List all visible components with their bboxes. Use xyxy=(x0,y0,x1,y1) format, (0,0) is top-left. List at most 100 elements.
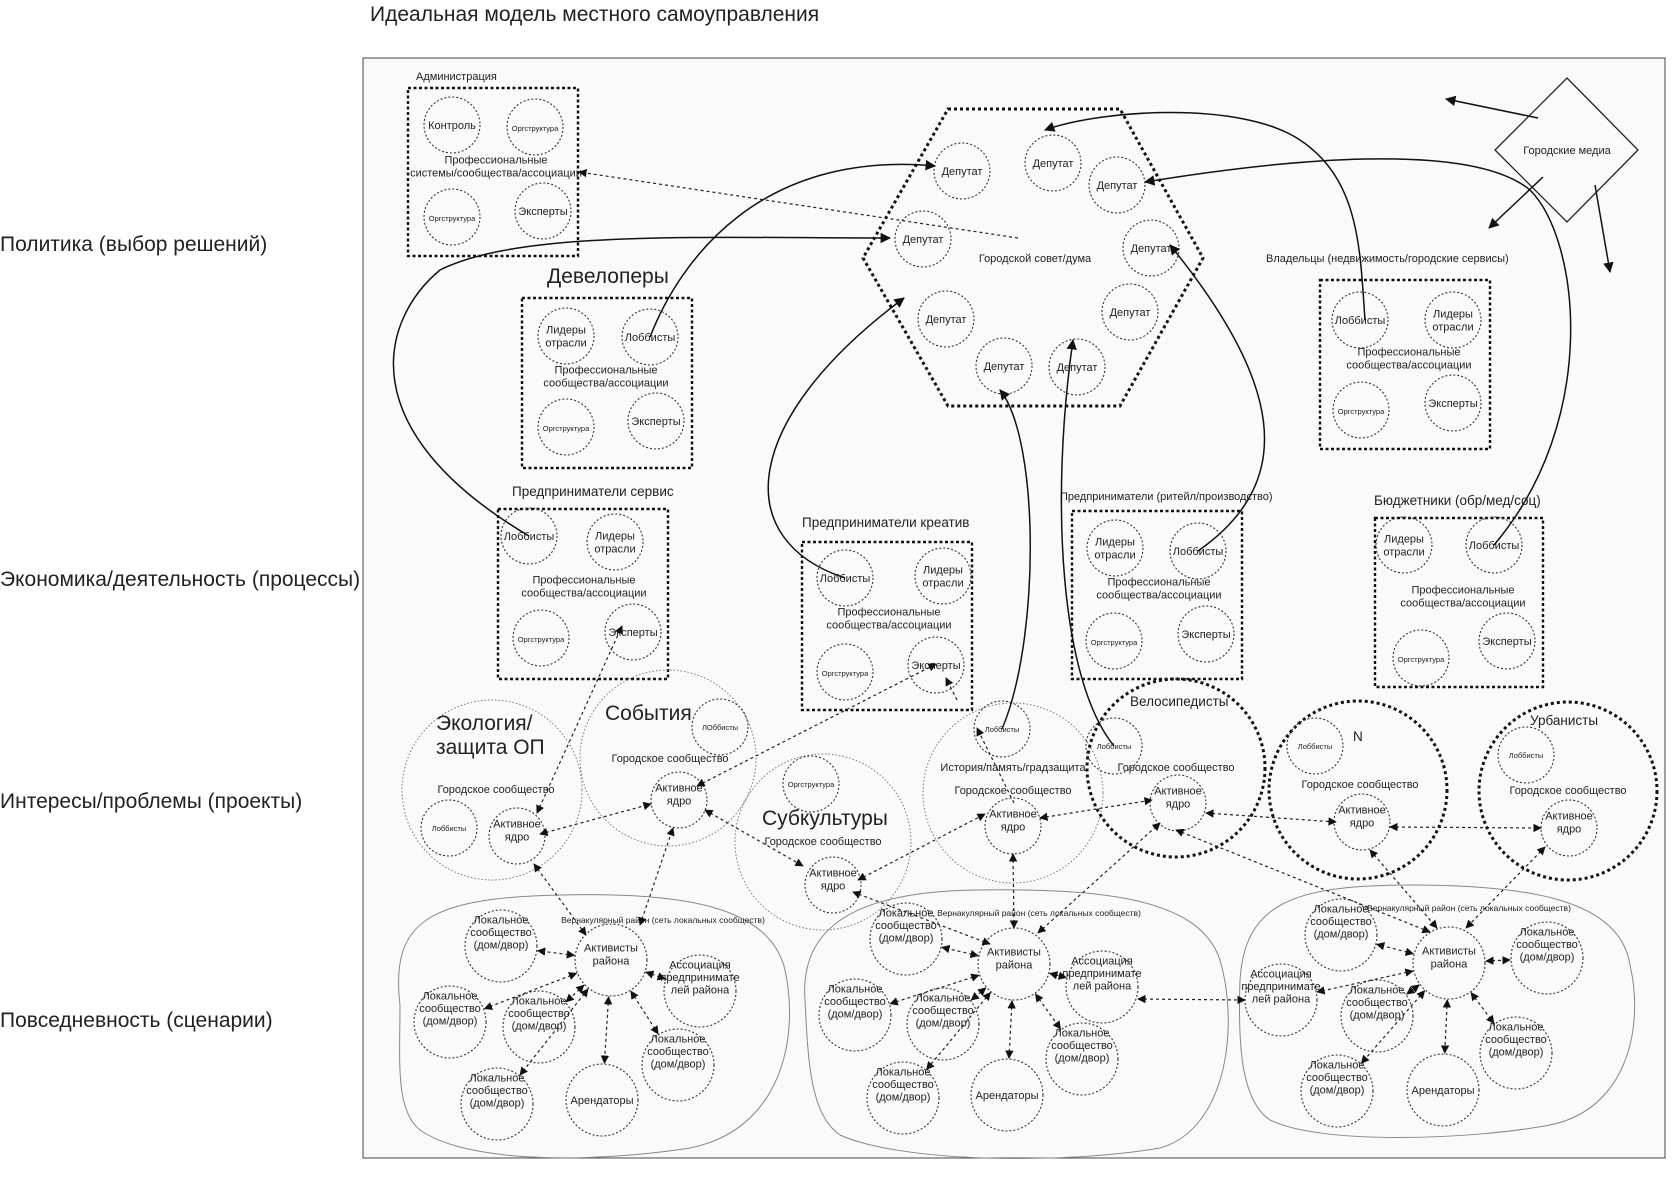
edge-n-to-urbanists xyxy=(1389,822,1542,833)
lobby-group-circle-label: Эксперты xyxy=(1482,636,1531,648)
deputy-circle xyxy=(1101,283,1159,341)
edge-cyclists-to-n xyxy=(1205,809,1337,826)
lobby-group-circle-label: Лоббисты xyxy=(1335,315,1386,327)
district-association-circle xyxy=(1065,950,1139,1024)
edge-creative-lobby-link xyxy=(945,677,958,701)
deputy-circle xyxy=(917,290,975,348)
lobby-group-circle-label: Эксперты xyxy=(1428,398,1477,410)
city-media-diamond xyxy=(1494,77,1639,223)
community-title: События xyxy=(605,702,692,725)
edge-district-link xyxy=(1035,993,1061,1030)
city-council-hexagon xyxy=(861,107,1205,408)
row-label-everyday: Повседневность (сценарии) xyxy=(0,1009,273,1032)
edge-district-link xyxy=(1470,992,1495,1024)
community-inner-label: Городское сообщество xyxy=(1117,762,1234,774)
lobby-group-circle-label: Оргструктура xyxy=(1338,407,1385,416)
lobby-group-title: Предприниматели (ритейл/производство) xyxy=(1060,491,1273,503)
local-community-circle xyxy=(1045,1022,1119,1096)
active-core-circle xyxy=(1149,774,1207,832)
edge-district-link xyxy=(1485,956,1511,965)
lobby-group-circle-label: Оргструктура xyxy=(543,424,590,433)
edge-district-link xyxy=(536,947,576,959)
edge-district-link xyxy=(926,991,991,1071)
community-title: N xyxy=(1353,729,1363,744)
lobby-group-circle xyxy=(1375,516,1433,574)
tenants-circle xyxy=(1406,1053,1480,1127)
administration-group: Администрация Контроль Оргструктура Проф… xyxy=(406,71,582,258)
edge-retail-to-deputy xyxy=(1169,244,1266,552)
community-sub-label: Лоббисты xyxy=(1509,751,1543,760)
district-title: Вернакулярный район (сеть локальных сооб… xyxy=(1367,903,1571,913)
edge-budget-to-deputy xyxy=(1143,158,1572,546)
edge-district-link xyxy=(600,996,613,1064)
community-sub-label: ЛОббисты xyxy=(702,723,738,732)
lobby-group-circle-label: Лоббисты xyxy=(504,531,555,543)
row-label-interests: Интересы/проблемы (проекты) xyxy=(0,790,302,813)
lobby-group-circle xyxy=(537,398,595,456)
community-title: История/память/градзащита xyxy=(940,762,1086,774)
local-community-circle xyxy=(641,1028,715,1102)
lobby-group-circle-label: Оргструктура xyxy=(822,669,869,678)
lobby-group-circle-label: Эксперты xyxy=(1181,629,1230,641)
edge-events-to-creative xyxy=(696,663,937,787)
edge-history-to-cyclists xyxy=(1039,797,1153,821)
community-sub-label: Лоббисты xyxy=(1097,742,1131,751)
lobby-group-title: Бюджетники (обр/мед/соц) xyxy=(1374,493,1541,508)
lobby-group-circle-label: Оргструктура xyxy=(518,635,565,644)
district-activists-circle xyxy=(1412,926,1486,1000)
row-label-politics: Политика (выбор решений) xyxy=(0,233,267,256)
admin-control-label: Контроль xyxy=(428,120,476,132)
edge-owners-to-deputy xyxy=(1044,111,1366,321)
lobby-group-title: Предприниматели креатив xyxy=(802,515,969,530)
edge-ecology-to-district xyxy=(533,863,587,936)
lobby-group-title: Предприниматели сервис xyxy=(512,484,674,499)
lobby-group-circle-label: Оргструктура xyxy=(1091,638,1138,647)
lobby-group-circle xyxy=(907,636,965,694)
community-title: Субкультуры xyxy=(762,807,888,830)
lobby-group-circle-label: Эксперты xyxy=(631,416,680,428)
administration-title: Администрация xyxy=(416,71,497,83)
lobby-group-circle-label: Эксперты xyxy=(911,660,960,672)
community-inner-label: Городское сообщество xyxy=(954,785,1071,797)
admin-orgstructure-label-2: Оргструктура xyxy=(429,214,476,223)
city-media-group: Городские медиа xyxy=(1444,77,1639,274)
tenants-circle xyxy=(970,1058,1044,1132)
edge-district-link xyxy=(1360,990,1426,1064)
media-arrow-down-right xyxy=(1594,184,1614,274)
lobby-group-circle xyxy=(1169,522,1227,580)
lobby-group-circle xyxy=(914,547,972,605)
community-sub-label: Оргструктура xyxy=(788,780,835,789)
deputy-label: Депутат xyxy=(1110,307,1151,319)
district-association-circle xyxy=(663,954,737,1028)
edge-events-to-subculture xyxy=(704,809,804,867)
admin-orgstructure-circle xyxy=(506,98,564,156)
edge-developers-to-deputy xyxy=(649,159,937,338)
district-title: Вернакулярный район (сеть локальных сооб… xyxy=(937,908,1141,918)
admin-control-circle xyxy=(423,96,481,154)
lobby-group-circle xyxy=(1478,612,1536,670)
deputy-label: Депутат xyxy=(903,234,944,246)
edge-ecology-to-service xyxy=(536,625,623,814)
community-sub-label: Лоббисты xyxy=(1298,742,1332,751)
page-title: Идеальная модель местного самоуправления xyxy=(370,3,819,26)
edge-district-link xyxy=(941,944,979,959)
local-community-circle xyxy=(818,978,892,1052)
edge-district-link xyxy=(1048,971,1068,980)
community-sub-circle xyxy=(1085,717,1143,775)
